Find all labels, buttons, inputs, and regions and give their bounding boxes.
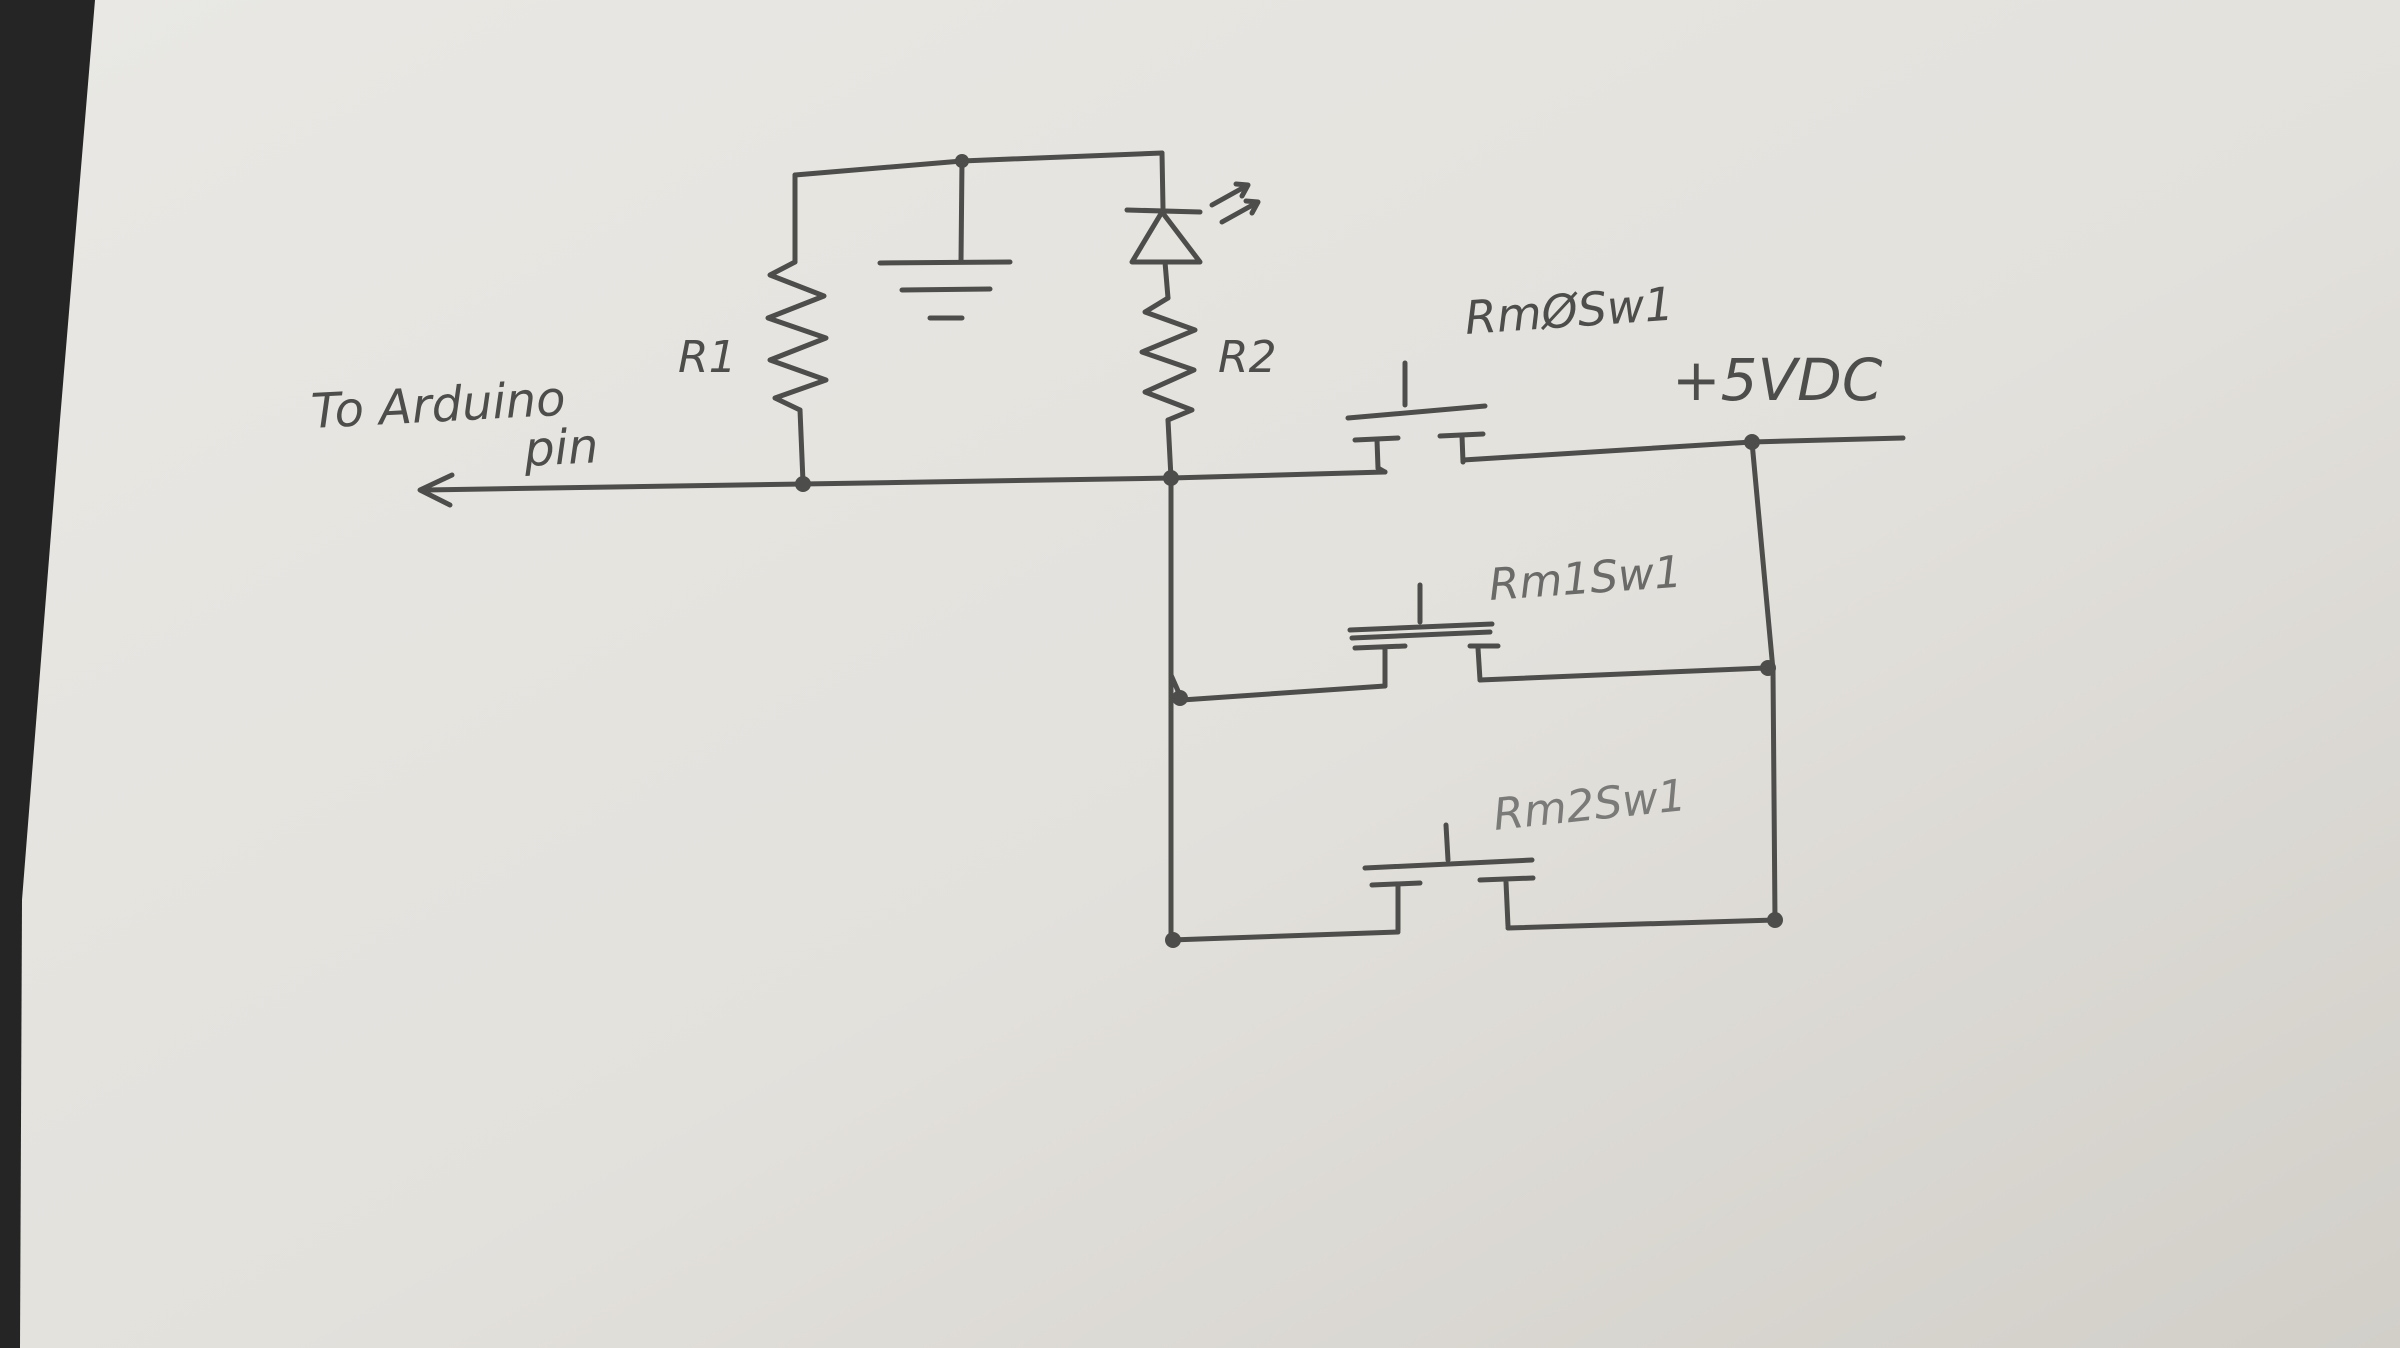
resistor-r2-icon — [1139, 295, 1198, 423]
label-vdc: +5VDC — [1672, 346, 1883, 414]
output-arrow-icon — [417, 472, 455, 508]
junction-sw2-right — [1767, 912, 1783, 928]
junction-sw1-left — [1172, 690, 1188, 706]
label-to-arduino-line1: To Arduino — [310, 371, 567, 440]
label-to-arduino-line2: pin — [522, 418, 600, 478]
wire-sw0-left — [1375, 465, 1388, 475]
switch-rm1-icon — [1347, 582, 1501, 689]
junction-sw1-right — [1760, 660, 1776, 676]
label-r1: R1 — [678, 332, 737, 383]
wire-sw2-left — [1168, 929, 1401, 943]
ground-symbol-icon — [877, 259, 1013, 321]
junction-sw2-left — [1165, 932, 1181, 948]
junction-r1 — [795, 476, 811, 492]
wire-r2-bottom — [1165, 417, 1174, 481]
paper-sheet — [20, 0, 2400, 1348]
wire-sw2-right — [1505, 917, 1778, 931]
switch-rm0-icon — [1345, 360, 1488, 471]
switch-rm2-icon — [1362, 822, 1536, 933]
wire-ground-drop — [958, 158, 965, 265]
resistor-r1-icon — [765, 259, 829, 413]
wire-r1-bottom — [797, 407, 806, 485]
label-r2: R2 — [1218, 332, 1277, 383]
wire-sw1-right — [1477, 665, 1768, 683]
circuit-ink — [417, 150, 1906, 948]
wire-led-r2 — [1162, 259, 1171, 301]
junction-top — [955, 154, 969, 168]
wire-led-top — [1159, 150, 1166, 211]
wire-arduino-output — [422, 469, 1388, 493]
